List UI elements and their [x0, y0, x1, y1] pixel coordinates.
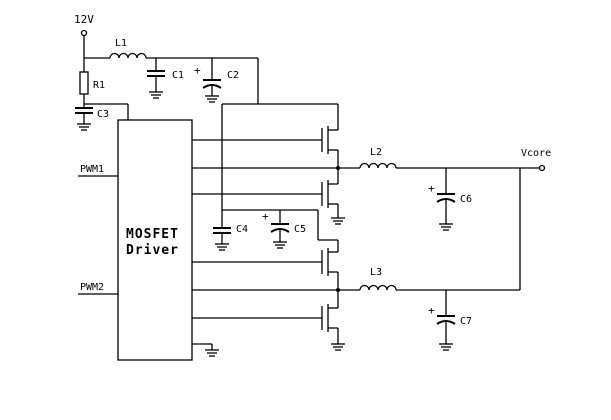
c2-label: C2	[227, 70, 239, 81]
ground-icon	[205, 95, 219, 103]
ground-icon	[77, 123, 91, 131]
mosfet-q3	[321, 246, 339, 290]
ground-icon	[149, 91, 163, 99]
c5-label: C5	[294, 224, 306, 235]
mosfet-driver-block	[117, 119, 193, 361]
resistor-r1	[79, 71, 89, 95]
ground-icon	[273, 241, 287, 249]
mosfet-q2	[321, 168, 339, 218]
c1-label: C1	[172, 70, 184, 81]
inductor-l2	[359, 162, 397, 169]
c5-plus-sign: +	[262, 210, 269, 223]
pwm1-label: PWM1	[80, 164, 104, 175]
driver-label-line2: Driver	[126, 243, 179, 258]
vcore-label: Vcore	[521, 148, 551, 159]
supply-terminal	[80, 29, 88, 37]
mosfet-q1	[321, 124, 339, 168]
ground-icon	[439, 223, 453, 231]
ground-icon	[205, 349, 219, 357]
l3-label: L3	[370, 267, 382, 278]
ground-icon	[215, 243, 229, 251]
ground-icon	[331, 343, 345, 351]
c2-plus-sign: +	[194, 64, 201, 77]
inductor-l3	[359, 284, 397, 291]
c6-plus-sign: +	[428, 182, 435, 195]
driver-label-line1: MOSFET	[126, 227, 179, 242]
r1-label: R1	[93, 80, 105, 91]
supply-label: 12V	[74, 13, 94, 26]
c4-label: C4	[236, 224, 248, 235]
c6-label: C6	[460, 194, 472, 205]
vcore-terminal	[538, 164, 546, 172]
inductor-l1	[109, 52, 147, 59]
pwm2-label: PWM2	[80, 282, 104, 293]
l1-label: L1	[115, 38, 127, 49]
mosfet-q4	[321, 290, 339, 344]
c7-plus-sign: +	[428, 304, 435, 317]
ground-icon	[439, 343, 453, 351]
l2-label: L2	[370, 147, 382, 158]
c3-label: C3	[97, 109, 109, 120]
c7-label: C7	[460, 316, 472, 327]
ground-icon	[331, 217, 345, 225]
